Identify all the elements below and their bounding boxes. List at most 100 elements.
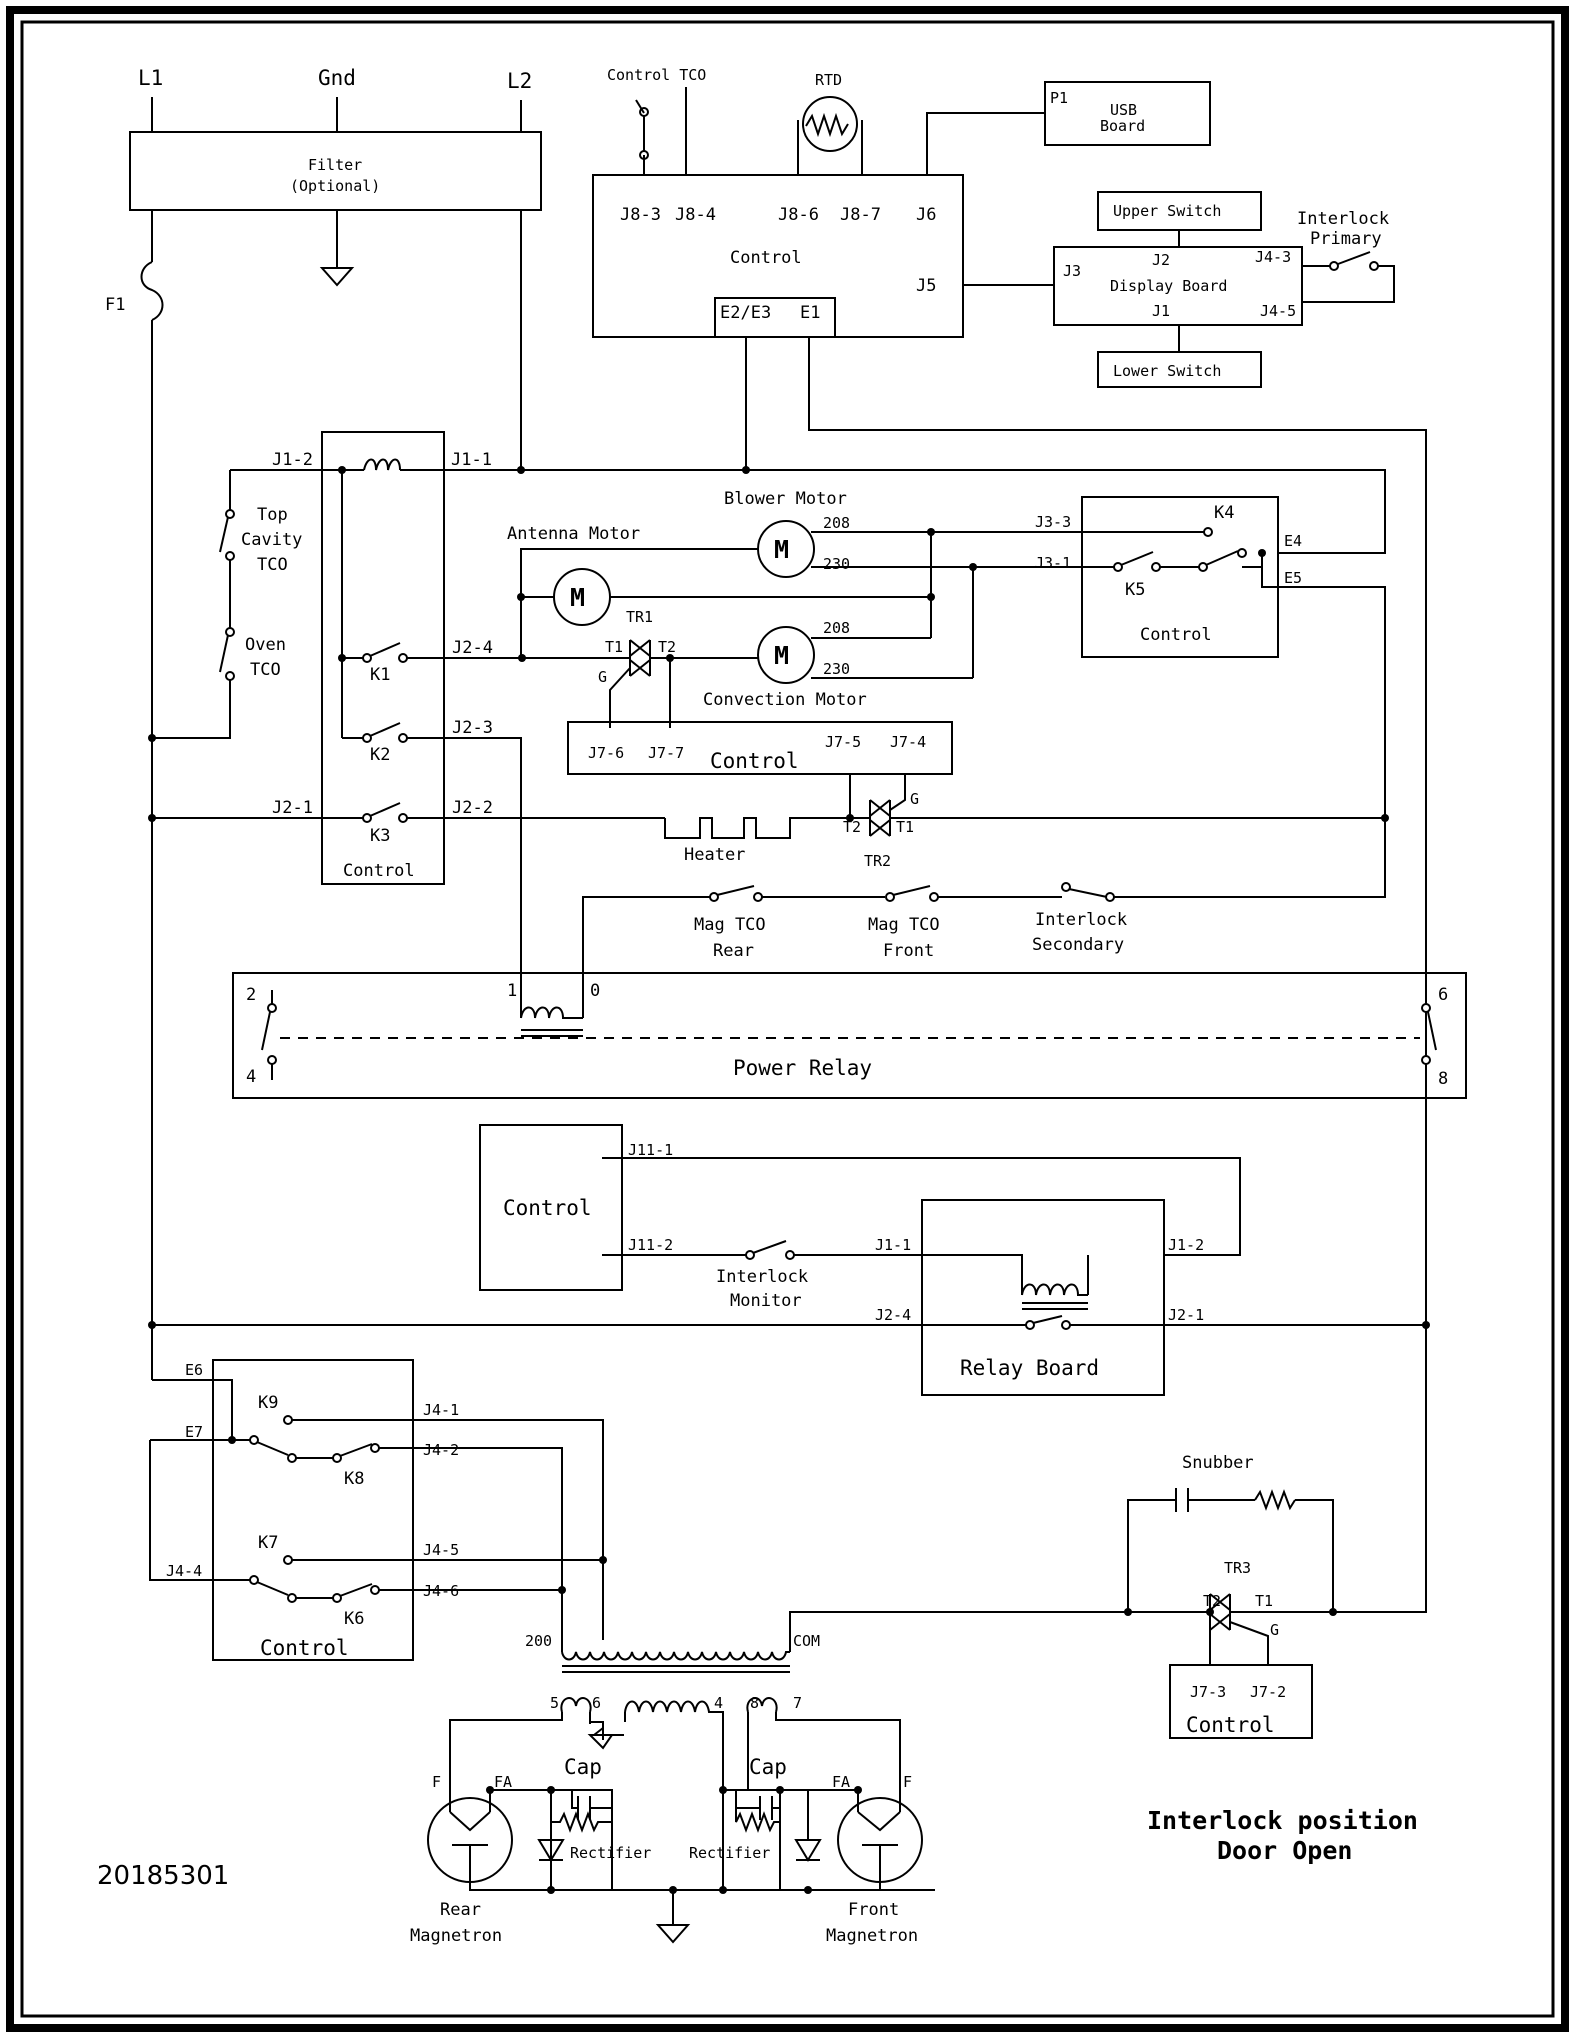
relay-control-k1-k3: Control J1-2 J1-1 K1 J2-4 K2 J2-3 K3 J2-… xyxy=(148,431,1386,990)
e7: E7 xyxy=(185,1423,203,1441)
mag-tco-front-l2: Front xyxy=(883,941,934,961)
e6: E6 xyxy=(185,1361,203,1379)
antenna-motor-label: Antenna Motor xyxy=(507,524,640,544)
display-title: Display Board xyxy=(1110,277,1227,295)
pr-6: 6 xyxy=(1438,985,1448,1005)
filter-ground-icon xyxy=(319,210,355,287)
rear-mag-l2: Magnetron xyxy=(410,1926,502,1946)
mid-control: J7-6 J7-7 Control J7-5 J7-4 Heater G T2 … xyxy=(567,721,1385,870)
tr2-icon xyxy=(850,799,1385,837)
j4-2: J4-2 xyxy=(423,1441,459,1459)
front-mag-l1: Front xyxy=(848,1900,899,1920)
pr-0: 0 xyxy=(590,981,600,1001)
j2-3: J2-3 xyxy=(452,718,493,738)
k8-label: K8 xyxy=(344,1469,364,1489)
note-line1: Interlock position xyxy=(1147,1806,1418,1835)
power-relay: 1 0 2 4 6 8 Power Relay xyxy=(232,972,1467,1099)
heater-icon xyxy=(664,817,850,839)
heater-label: Heater xyxy=(684,845,745,865)
e1: E1 xyxy=(800,303,820,323)
filter-title: Filter xyxy=(308,156,362,174)
fuse-label: F1 xyxy=(105,295,125,315)
j5: J5 xyxy=(916,276,936,296)
cap-front-icon xyxy=(735,1790,780,1820)
tr1-t1: T1 xyxy=(605,638,623,656)
antenna-m: M xyxy=(570,583,585,612)
interlock-monitor-l1: Interlock xyxy=(716,1267,808,1287)
rear-f: F xyxy=(432,1773,441,1791)
tr3-control-title: Control xyxy=(1186,1713,1275,1737)
relay-board-title: Relay Board xyxy=(960,1356,1099,1380)
oven-tco-l2: TCO xyxy=(250,660,281,680)
j3-1: J3-1 xyxy=(1035,554,1071,572)
j2-4: J2-4 xyxy=(452,638,493,658)
top-tco-l2: Cavity xyxy=(241,530,302,550)
rb-j21: J2-1 xyxy=(1168,1306,1204,1324)
j11-1: J11-1 xyxy=(628,1141,673,1159)
upper-switch-label: Upper Switch xyxy=(1113,202,1221,220)
j2-1: J2-1 xyxy=(272,798,313,818)
l1-label: L1 xyxy=(138,66,163,90)
cap-front-label: Cap xyxy=(749,1755,787,1779)
convection-motor-label: Convection Motor xyxy=(703,690,867,710)
interlock-monitor-l2: Monitor xyxy=(730,1291,802,1311)
rb-j24: J2-4 xyxy=(875,1306,911,1324)
top-tco-l3: TCO xyxy=(257,555,288,575)
k4-k5-title: Control xyxy=(1140,625,1212,645)
blower-208: 208 xyxy=(823,514,850,532)
mag-tco-rear-l1: Mag TCO xyxy=(694,915,766,935)
j11-2: J11-2 xyxy=(628,1236,673,1254)
relay-board-section: Control J11-1 J11-2 Interlock Monitor J1… xyxy=(148,1124,1430,1396)
k7-label: K7 xyxy=(258,1533,278,1553)
interlock-secondary-l2: Secondary xyxy=(1032,935,1124,955)
tr1-icon xyxy=(618,639,670,677)
snubber-section: Snubber TR3 T2 T1 G J7-3 J7-2 Control xyxy=(789,1325,1427,1739)
j4-6: J4-6 xyxy=(423,1582,459,1600)
j1-1: J1-1 xyxy=(451,450,492,470)
j8-6: J8-6 xyxy=(778,205,819,225)
k6-label: K6 xyxy=(344,1609,364,1629)
display-j1: J1 xyxy=(1152,302,1170,320)
pr-2: 2 xyxy=(246,985,256,1005)
display-board: Upper Switch J2 Display Board J1 J3 J4-3… xyxy=(963,191,1395,388)
rectifier-front-label: Rectifier xyxy=(689,1844,770,1862)
display-j45: J4-5 xyxy=(1260,302,1296,320)
t-4: 4 xyxy=(714,1694,723,1712)
front-mag-l2: Magnetron xyxy=(826,1926,918,1946)
t-200: 200 xyxy=(525,1632,552,1650)
j7-4: J7-4 xyxy=(890,733,926,751)
outer-frame xyxy=(6,6,1569,2032)
j2-2: J2-2 xyxy=(452,798,493,818)
j8-3: J8-3 xyxy=(620,205,661,225)
ctl-box-title: Control xyxy=(503,1196,592,1220)
t-5: 5 xyxy=(550,1694,559,1712)
tr1-t2: T2 xyxy=(658,638,676,656)
e5: E5 xyxy=(1284,569,1302,587)
blower-m: M xyxy=(774,535,789,564)
drawing-id: 20185301 xyxy=(97,1861,229,1891)
front-fa: FA xyxy=(832,1773,850,1791)
rectifier-front-icon xyxy=(794,1839,822,1862)
display-j43: J4-3 xyxy=(1255,248,1291,266)
j4-1: J4-1 xyxy=(423,1401,459,1419)
j7-6: J7-6 xyxy=(588,744,624,762)
pr-1: 1 xyxy=(507,981,517,1001)
j1-2: J1-2 xyxy=(272,450,313,470)
mid-control-title: Control xyxy=(710,749,799,773)
k1-k3-control-title: Control xyxy=(343,861,415,881)
xfmr-ground-icon xyxy=(587,1725,614,1750)
tr3-t1: T1 xyxy=(1255,1592,1273,1610)
interlock-primary-l2: Primary xyxy=(1310,229,1382,249)
t-8: 8 xyxy=(750,1694,759,1712)
lower-control-box xyxy=(212,1359,414,1661)
convection-motor-icon xyxy=(757,626,815,684)
gnd-label: Gnd xyxy=(318,66,356,90)
top-tco-l1: Top xyxy=(257,505,288,525)
rb-j12: J1-2 xyxy=(1168,1236,1204,1254)
tr2-t1: T1 xyxy=(896,818,914,836)
note-line2: Door Open xyxy=(1217,1836,1352,1865)
pr-4: 4 xyxy=(246,1067,256,1087)
main-control: Control TCO RTD P1 USB Board J8-3 J8-4 J… xyxy=(592,66,1427,1610)
j3-3: J3-3 xyxy=(1035,513,1071,531)
